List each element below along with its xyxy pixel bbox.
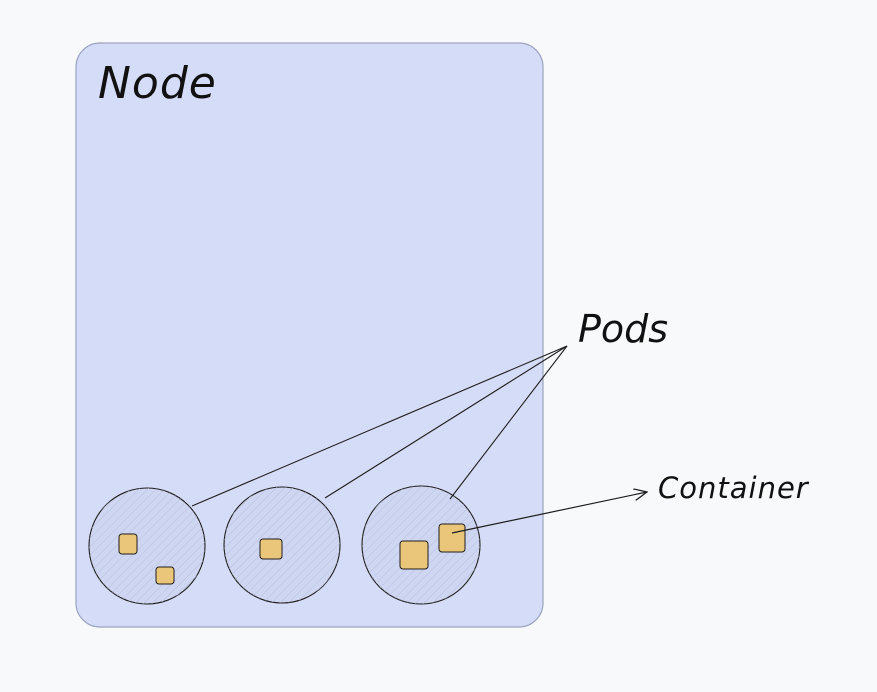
node-box [75, 42, 544, 628]
pods-connector-line [449, 345, 568, 500]
container-box [259, 538, 283, 560]
pod-1 [88, 487, 206, 605]
pods-connector-lines [191, 345, 568, 507]
pods-label: Pods [578, 307, 669, 351]
pod-2 [223, 486, 341, 604]
node-title: Node [98, 58, 217, 109]
pod-3 [361, 485, 481, 605]
container-box [118, 533, 138, 555]
pods-connector-line [191, 345, 568, 507]
pods-connector-line [324, 345, 568, 499]
container-box-highlighted [438, 523, 466, 553]
container-box [155, 566, 175, 585]
container-arrow [451, 492, 647, 534]
container-label: Container [658, 471, 809, 505]
container-box [399, 540, 429, 570]
